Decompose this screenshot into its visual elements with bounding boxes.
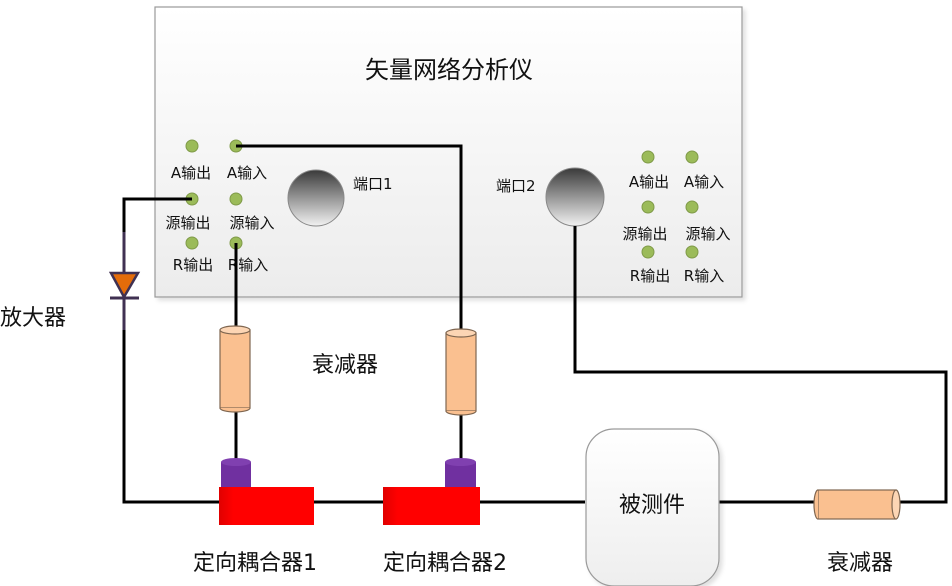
label-src-in-left: 源输入 xyxy=(229,214,274,232)
coupler-2-label: 定向耦合器2 xyxy=(383,551,507,576)
jack-a-in-right[interactable] xyxy=(685,150,699,164)
port-1: 端口1 xyxy=(287,169,393,227)
jack-src-in-left[interactable] xyxy=(229,192,243,206)
directional-coupler-1: 定向耦合器1 xyxy=(193,458,317,576)
label-src-out-right: 源输出 xyxy=(622,225,667,243)
port-2: 端口2 xyxy=(496,167,605,227)
jack-a-out-left[interactable] xyxy=(185,139,199,153)
attenuator-center-label: 衰减器 xyxy=(312,353,378,378)
label-a-out-left: A输出 xyxy=(171,164,211,182)
network-analyzer: 矢量网络分析仪 A输出 A输入 源输出 源输入 R输出 R输入 端口1 端口2 xyxy=(154,6,743,298)
wire-src-out-to-amplifier xyxy=(122,197,192,232)
port-2-label: 端口2 xyxy=(496,177,536,195)
label-r-in-right: R输入 xyxy=(684,267,724,285)
port-1-label: 端口1 xyxy=(353,175,393,193)
right-jack-panel: A输出 A输入 源输出 源输入 R输出 R输入 xyxy=(622,150,731,285)
jack-a-out-right[interactable] xyxy=(641,150,655,164)
jack-src-out-right[interactable] xyxy=(641,200,655,214)
attenuator-right-end xyxy=(891,489,901,520)
amplifier-label: 放大器 xyxy=(0,306,66,331)
amplifier-triangle-icon xyxy=(108,271,141,300)
label-a-in-right: A输入 xyxy=(684,173,724,191)
coupler-1-port-cap xyxy=(221,462,251,487)
label-r-in-left: R输入 xyxy=(228,256,268,274)
label-src-out-left: 源输出 xyxy=(165,214,210,232)
label-a-out-right: A输出 xyxy=(629,173,669,191)
device-under-test: 被测件 xyxy=(585,428,720,586)
dut-label: 被测件 xyxy=(619,493,685,518)
coupler-2-body xyxy=(383,487,480,525)
attenuator-2 xyxy=(445,328,477,416)
jack-r-out-left[interactable] xyxy=(185,236,199,250)
port-2-connector[interactable] xyxy=(545,167,605,227)
attenuator-right-label: 衰减器 xyxy=(827,551,893,576)
dut-body xyxy=(585,428,720,586)
port-1-connector[interactable] xyxy=(287,169,345,227)
coupler-1-label: 定向耦合器1 xyxy=(193,551,317,576)
coupler-2-port-cap xyxy=(445,462,476,487)
attenuator-right: 衰减器 xyxy=(813,489,901,576)
coupler-1-body xyxy=(219,487,314,525)
wires xyxy=(122,144,948,504)
amplifier: 放大器 xyxy=(0,232,141,331)
wire-attenuator-to-port-2 xyxy=(573,226,948,504)
wire-a-in-to-attenuator-2 xyxy=(236,144,463,330)
attenuator-1 xyxy=(219,325,251,413)
jack-r-in-right[interactable] xyxy=(685,245,699,259)
attenuator-right-body xyxy=(817,489,897,520)
label-r-out-right: R输出 xyxy=(630,267,670,285)
label-a-in-left: A输入 xyxy=(227,164,267,182)
attenuator-1-top xyxy=(219,325,251,335)
attenuator-1-body xyxy=(219,329,251,409)
attenuator-2-top xyxy=(445,328,477,338)
jack-src-in-right[interactable] xyxy=(685,200,699,214)
attenuator-2-body xyxy=(445,332,477,412)
wire-amplifier-to-coupler-1 xyxy=(122,330,219,504)
jack-r-out-right[interactable] xyxy=(641,245,655,259)
analyzer-title: 矢量网络分析仪 xyxy=(365,56,533,84)
directional-coupler-2: 定向耦合器2 xyxy=(383,458,507,576)
label-r-out-left: R输出 xyxy=(173,256,213,274)
label-src-in-right: 源输入 xyxy=(685,225,730,243)
